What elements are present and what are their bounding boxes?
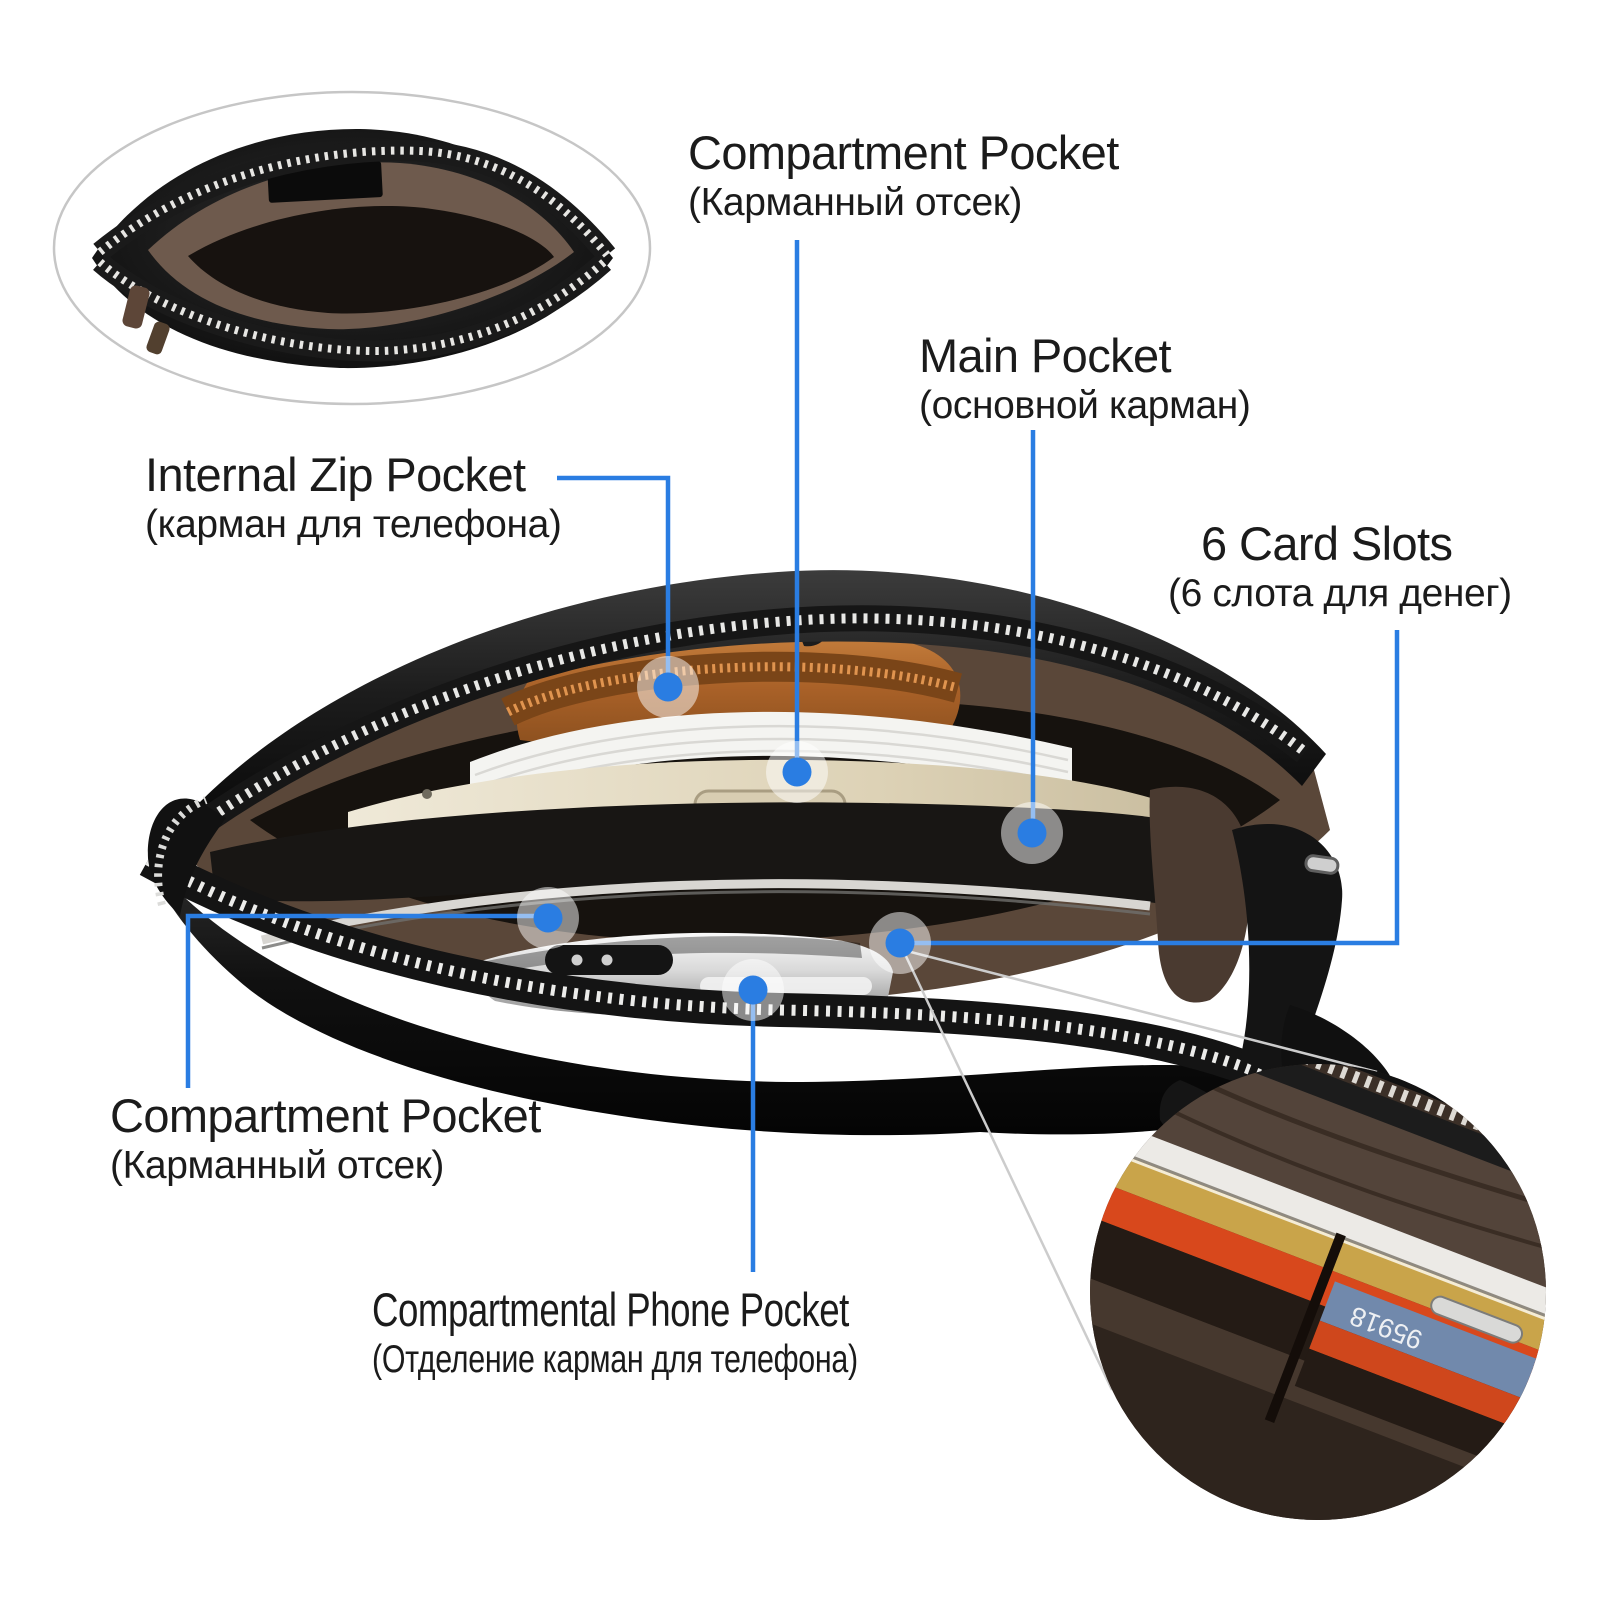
inset-zipper-bottom [97, 259, 607, 356]
phone-mic-hole [422, 789, 432, 799]
leader-lines [185, 240, 1400, 1272]
callout-compartment-pocket-bottom: Compartment Pocket (Карманный отсек) [110, 1089, 541, 1189]
leader-card-slots [900, 630, 1400, 946]
callout-subtitle: (Карманный отсек) [688, 181, 1023, 224]
inset-zipper [1133, 1064, 1546, 1207]
callout-dot-card-slots [869, 912, 931, 974]
magnifier-lines [901, 948, 1378, 1391]
callout-title: Compartmental Phone Pocket [372, 1283, 849, 1336]
callout-title: Main Pocket [919, 329, 1172, 382]
callout-card-slots: 6 Card Slots (6 слота для денег) [1168, 517, 1512, 617]
red-card [1309, 1320, 1546, 1446]
zipper-pin [1304, 854, 1340, 875]
magnifier-line-lower [901, 949, 1114, 1391]
callout-main-pocket: Main Pocket (основной карман) [919, 329, 1251, 429]
metal-clip [1430, 1295, 1524, 1344]
callout-subtitle: (Отделение карман для телефона) [372, 1338, 858, 1381]
inset-bag-interior-dark [188, 206, 554, 314]
callout-compartmental-phone-pocket: Compartmental Phone Pocket (Отделение ка… [372, 1283, 858, 1383]
callout-title: Compartment Pocket [688, 126, 1119, 179]
leader-compartment-bottom [185, 913, 548, 1088]
callout-dot-internal-zip [637, 656, 699, 718]
callout-dot-compartment-bottom [517, 887, 579, 949]
callout-dot-phone-pocket [722, 959, 784, 1021]
callout-title: Compartment Pocket [110, 1089, 541, 1142]
blue-card [1319, 1281, 1546, 1418]
callout-compartment-pocket-top: Compartment Pocket (Карманный отсек) [688, 126, 1119, 226]
callout-subtitle: (6 слота для денег) [1168, 572, 1512, 615]
callout-internal-zip-pocket: Internal Zip Pocket (карман для телефона… [145, 448, 562, 548]
inset-zipper-top [97, 146, 611, 258]
top-view-ellipse-inset [52, 90, 652, 406]
callout-title: 6 Card Slots [1201, 517, 1453, 570]
callout-title: Internal Zip Pocket [145, 448, 526, 501]
pouch-zipper [505, 662, 960, 717]
card-slots-circle-inset: 95918 [1090, 1064, 1546, 1520]
callout-dot-main-pocket [1001, 802, 1063, 864]
magnifier-line-upper [902, 948, 1378, 1074]
callout-subtitle: (Карманный отсек) [110, 1144, 445, 1187]
leader-internal-zip [557, 475, 671, 687]
callout-dots [517, 656, 1063, 1021]
top-zipper [207, 613, 1309, 823]
bag-photo [139, 570, 1400, 1163]
callout-dot-compartment-top [766, 741, 828, 803]
callout-subtitle: (основной карман) [919, 384, 1251, 427]
white-notebook [470, 711, 1072, 806]
white-card-edge [1090, 1112, 1546, 1346]
callout-subtitle: (карман для телефона) [145, 503, 562, 546]
